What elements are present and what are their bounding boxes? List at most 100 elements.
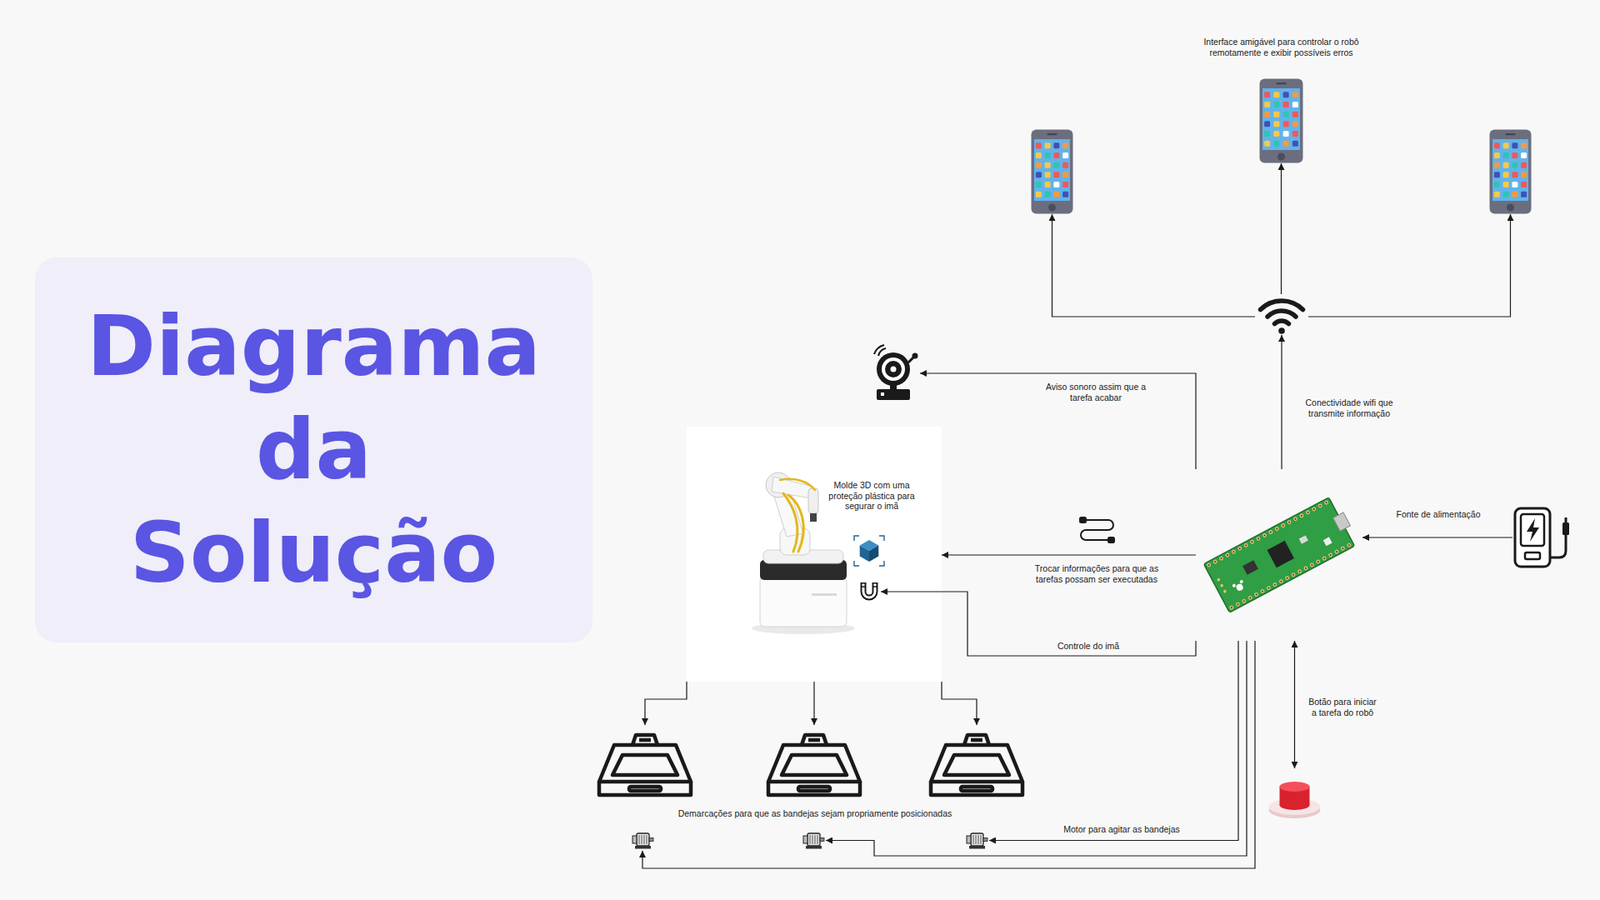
microcontroller-board-graphic-part-part xyxy=(1230,606,1234,610)
connector-arrow xyxy=(1294,640,1295,769)
smartphone-icon-graphic-part xyxy=(1034,139,1070,201)
tray-icon-graphic-part-part xyxy=(970,738,983,743)
robot-arm-box-graphic-part xyxy=(760,576,847,627)
motor-icon-graphic-part xyxy=(969,845,985,850)
smartphone-icon-graphic-part xyxy=(1045,181,1051,188)
smartphone-icon-graphic-part xyxy=(1053,152,1060,159)
motor-icon-graphic-part xyxy=(812,835,814,845)
microcontroller-board-graphic-part-part xyxy=(1329,554,1332,557)
microcontroller-board-graphic-part-part xyxy=(1311,506,1317,512)
smartphone-icon-graphic-part xyxy=(1292,111,1299,118)
power-bank-icon xyxy=(1512,505,1575,570)
push-button-icon-graphic-part xyxy=(1280,781,1310,792)
connector-label: Botão para iniciar a tarefa do robô xyxy=(1305,696,1380,718)
smartphone-icon-graphic-part xyxy=(1503,152,1510,159)
edge-label-holder: Fonte de alimentação xyxy=(1384,509,1493,520)
alarm-bell-icon-graphic-part xyxy=(874,345,885,355)
robot-arm-box-graphic-part xyxy=(808,488,819,514)
connector-arrow xyxy=(813,681,815,725)
microcontroller-board-graphic xyxy=(1195,469,1363,641)
smartphone-icon-graphic-part xyxy=(1264,130,1270,137)
magnet-icon-graphic xyxy=(857,580,881,604)
robot-photo-ground xyxy=(686,426,942,682)
smartphone-icon-graphic-part xyxy=(1062,162,1069,169)
wifi-symbol-graphic-part xyxy=(1278,327,1285,335)
microcontroller-board-graphic-part-part xyxy=(1317,503,1323,509)
smartphone-icon-graphic-part xyxy=(1053,142,1060,149)
microcontroller-board-graphic-part-part xyxy=(1242,600,1245,603)
smartphone-icon-graphic-part xyxy=(1494,171,1500,178)
smartphone-icon-graphic xyxy=(1030,129,1074,215)
microcontroller-board-graphic-part-part xyxy=(1321,555,1327,561)
microcontroller-board-graphic-part-part xyxy=(1299,535,1309,544)
tray-icon-graphic-part xyxy=(599,735,691,795)
tray-icon-graphic-part-part xyxy=(639,738,651,743)
motor-icon-graphic-part xyxy=(815,835,816,845)
microcontroller-board-graphic-part-part xyxy=(1341,547,1345,550)
smartphone-icon-graphic-part xyxy=(1283,101,1290,108)
microcontroller-board-graphic-part-part xyxy=(1267,586,1270,590)
smartphone-icon-graphic-part xyxy=(1494,162,1500,169)
tray-icon-graphic-part-part xyxy=(964,735,990,745)
smartphone-icon-graphic-part xyxy=(1264,140,1270,147)
node-text: Interface amigável para controlar o robô… xyxy=(1187,36,1375,58)
microcontroller-board-graphic-part-part xyxy=(1319,505,1322,508)
microcontroller-board-graphic-part-part xyxy=(1281,524,1285,527)
microcontroller-board-graphic-part-part xyxy=(1275,527,1279,530)
motor-icon-graphic-part xyxy=(810,835,811,845)
slide-title: Diagrama da Solução xyxy=(68,295,560,605)
smartphone-icon-graphic-part xyxy=(1048,204,1056,212)
microcontroller-board-graphic-part-part xyxy=(1250,540,1254,544)
wifi-symbol-graphic-part xyxy=(1275,320,1290,325)
text-block: Molde 3D com uma proteção plástica para … xyxy=(828,480,915,512)
microcontroller-board-graphic-part-part xyxy=(1231,583,1236,588)
wifi-symbol-graphic-part xyxy=(1260,300,1304,310)
microcontroller-board-graphic-part-part xyxy=(1257,537,1260,540)
connector-label: Fonte de alimentação xyxy=(1384,509,1493,520)
microcontroller-board-graphic-part-part xyxy=(1325,501,1328,505)
smartphone-icon-graphic-part xyxy=(1292,130,1299,137)
motor-icon-graphic-part xyxy=(805,845,822,850)
microcontroller-board-graphic-part-part xyxy=(1323,500,1329,505)
smartphone-icon-graphic-part xyxy=(1283,120,1290,127)
microcontroller-board-graphic-part-part xyxy=(1225,552,1230,558)
microcontroller-board-graphic-part-part xyxy=(1249,539,1255,545)
microcontroller-board-graphic-part-part xyxy=(1290,571,1296,577)
magnet-icon xyxy=(857,580,881,604)
microcontroller-board-graphic-part-part xyxy=(1216,577,1221,582)
microcontroller-board-graphic-part-part xyxy=(1241,598,1247,604)
smartphone-icon-graphic-part xyxy=(1511,152,1518,159)
connector-label: Conectividade wifi que transmite informa… xyxy=(1293,397,1406,419)
microcontroller-board-graphic-part-part xyxy=(1270,530,1273,534)
power-bank-icon-graphic-part xyxy=(1515,508,1550,567)
robot-arm-box-graphic-part xyxy=(860,545,870,563)
microcontroller-board-graphic-part-part xyxy=(1239,579,1244,584)
tray-icon-graphic-part-part xyxy=(930,781,1023,795)
microcontroller-board-graphic-part-part xyxy=(1305,566,1308,570)
smartphone-icon-graphic-part xyxy=(1511,142,1518,149)
smartphone-icon-graphic-part xyxy=(1062,191,1069,198)
smartphone-icon-graphic-part xyxy=(1053,171,1060,178)
magnet-icon-graphic-part xyxy=(872,585,878,588)
microcontroller-board-graphic-part-part xyxy=(1230,549,1236,555)
microcontroller-board-graphic-part-part xyxy=(1260,588,1265,594)
smartphone-icon-graphic-part xyxy=(1273,111,1280,118)
motor-icon-graphic-part xyxy=(639,835,640,845)
robot-arm-box-graphic-part-part xyxy=(879,560,885,566)
tray-icon-graphic-part-part xyxy=(930,745,1023,782)
robot-arm-box-graphic-part-part xyxy=(788,495,804,552)
smartphone-icon-graphic-part xyxy=(1035,142,1042,149)
connector-arrow xyxy=(941,554,1196,555)
motor-icon-graphic-part xyxy=(973,835,975,845)
smartphone-icon-graphic-part xyxy=(1505,133,1516,135)
robot-arm-box-graphic-part-part xyxy=(780,479,815,490)
microcontroller-board-graphic-part-part xyxy=(1255,593,1258,596)
tray-icon-graphic xyxy=(927,725,1026,804)
connectors xyxy=(642,163,1513,869)
smartphone-icon-graphic-part xyxy=(1511,181,1518,188)
smartphone-icon-graphic-part xyxy=(1506,204,1515,212)
microcontroller-board-graphic-part-part xyxy=(1268,529,1274,535)
motor-icon-graphic-part xyxy=(807,833,820,846)
alarm-bell-icon-graphic-part xyxy=(890,366,897,373)
connector-arrow xyxy=(989,640,1239,841)
